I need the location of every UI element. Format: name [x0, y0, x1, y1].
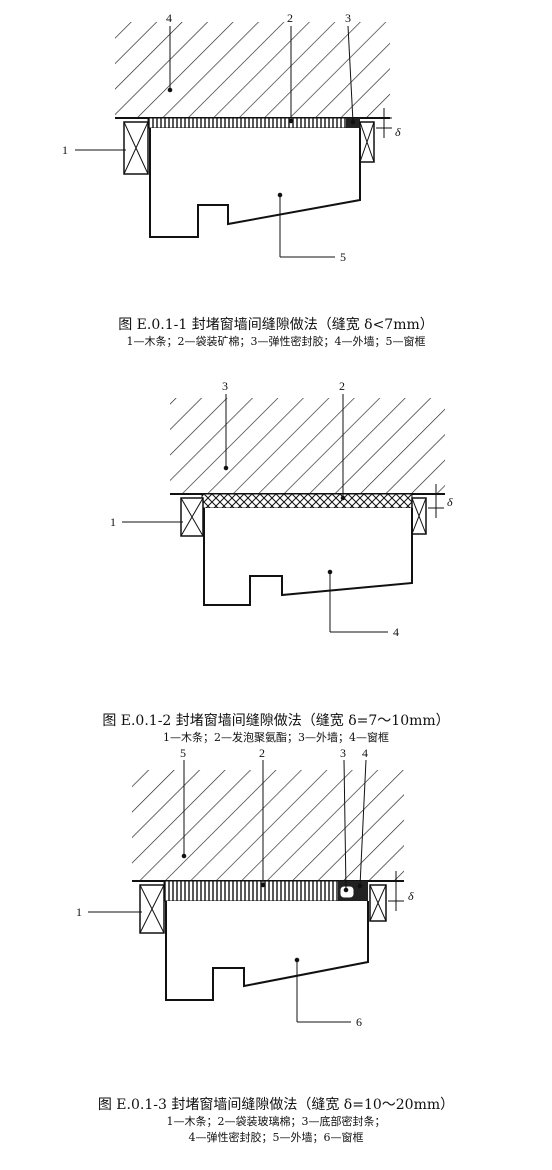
callout-6: 6 [356, 1015, 362, 1029]
bagged-mineral-wool [147, 117, 359, 129]
figure-1-diagram: 1 4 2 3 5 δ [62, 11, 401, 264]
callout-2: 2 [287, 11, 293, 25]
callout-3: 3 [222, 379, 228, 393]
leader-lines [75, 25, 356, 258]
gap-dimension [428, 484, 444, 518]
window-frame [149, 128, 361, 238]
figure-2-diagram: 1 3 2 4 δ [110, 379, 453, 639]
callout-4: 4 [393, 625, 399, 639]
wood-strip-right [359, 121, 375, 163]
figure-3-legend-line-2: 4—弹性密封胶；5—外墙；6—窗框 [188, 1131, 364, 1144]
figure-2-legend: 1—木条；2—发泡聚氨酯；3—外墙；4—窗框 [163, 731, 389, 744]
foamed-polyurethane [201, 493, 413, 509]
gap-symbol: δ [395, 125, 401, 139]
callout-5: 5 [340, 250, 346, 264]
leader-lines [122, 394, 388, 633]
figure-1-caption: 图 E.0.1-1 封堵窗墙间缝隙做法（缝宽 δ<7mm） [118, 317, 434, 333]
figure-3-diagram: 1 5 2 3 4 6 δ [76, 746, 414, 1029]
figure-2-caption: 图 E.0.1-2 封堵窗墙间缝隙做法（缝宽 δ=7～10mm） [102, 713, 450, 729]
callout-4: 4 [166, 11, 172, 25]
figure-3-caption-block: 图 E.0.1-3 封堵窗墙间缝隙做法（缝宽 δ=10～20mm） 1—木条；2… [0, 1096, 552, 1146]
bagged-glass-wool [163, 880, 341, 902]
exterior-wall [132, 770, 404, 880]
figure-2-caption-block: 图 E.0.1-2 封堵窗墙间缝隙做法（缝宽 δ=7～10mm） 1—木条；2—… [0, 712, 552, 746]
figure-3-caption: 图 E.0.1-3 封堵窗墙间缝隙做法（缝宽 δ=10～20mm） [97, 1097, 455, 1113]
window-frame [203, 508, 413, 606]
callout-3: 3 [340, 746, 346, 760]
figure-1-caption-block: 图 E.0.1-1 封堵窗墙间缝隙做法（缝宽 δ<7mm） 1—木条；2—袋装矿… [0, 316, 552, 350]
figure-1-legend: 1—木条；2—袋装矿棉；3—弹性密封胶；4—外墙；5—窗框 [126, 335, 426, 348]
wood-strip-right [369, 884, 387, 922]
gap-symbol: δ [447, 495, 453, 509]
figure-3-legend-line-1: 1—木条；2—袋装玻璃棉；3—底部密封条； [166, 1115, 386, 1128]
exterior-wall [170, 398, 445, 493]
wood-strip-left [139, 884, 165, 934]
gap-dimension [376, 108, 392, 138]
wood-strip-right [411, 497, 427, 535]
leader-lines [88, 759, 367, 1023]
wood-strip-left [123, 121, 149, 175]
window-frame [165, 901, 369, 1001]
gap-dimension [388, 871, 404, 911]
exterior-wall [115, 22, 390, 117]
callout-1: 1 [76, 905, 82, 919]
callout-1: 1 [110, 515, 116, 529]
gap-symbol: δ [408, 889, 414, 903]
callout-1: 1 [62, 143, 68, 157]
callout-5: 5 [180, 746, 186, 760]
wood-strip-left [180, 497, 204, 537]
callout-2: 2 [259, 746, 265, 760]
callout-4: 4 [362, 746, 368, 760]
callout-2: 2 [339, 379, 345, 393]
callout-3: 3 [345, 11, 351, 25]
